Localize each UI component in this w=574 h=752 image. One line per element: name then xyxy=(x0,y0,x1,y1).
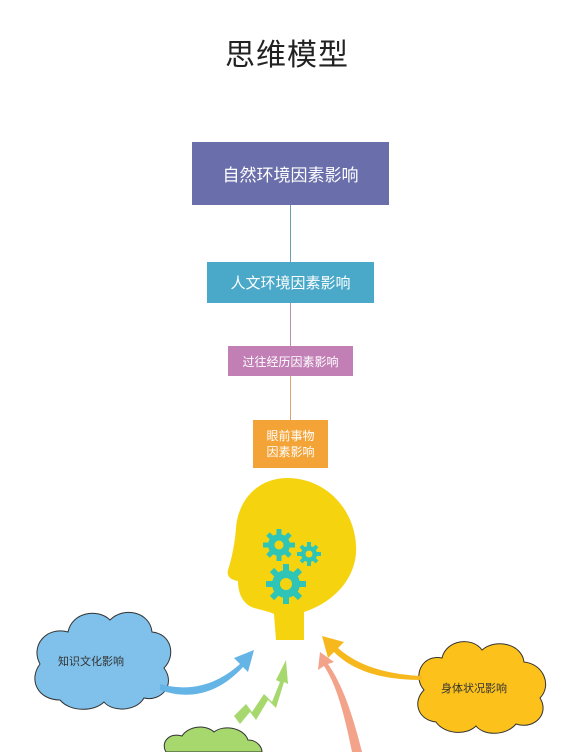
node-past-experience: 过往经历因素影响 xyxy=(228,346,353,376)
cloud-knowledge-shape xyxy=(34,611,172,710)
head-silhouette-icon xyxy=(227,478,357,640)
gear-medium-icon xyxy=(263,529,295,561)
cloud-knowledge-label: 知识文化影响 xyxy=(58,656,124,668)
cloud-green-shape xyxy=(163,726,263,752)
node-label: 自然环境因素影响 xyxy=(222,166,359,185)
gear-large-icon xyxy=(266,564,306,604)
node-label-line1: 眼前事物 xyxy=(266,429,315,443)
arrow-body-icon xyxy=(322,636,422,680)
node-label-line2: 因素影响 xyxy=(266,445,315,459)
node-humanities-environment: 人文环境因素影响 xyxy=(207,262,374,303)
arrow-knowledge-icon xyxy=(160,650,254,695)
connector-line xyxy=(290,376,291,420)
diagram-title: 思维模型 xyxy=(225,39,349,72)
connector-line xyxy=(290,205,291,262)
arrow-bottom-icon xyxy=(318,652,362,752)
connector-line xyxy=(290,303,291,346)
gear-small-icon xyxy=(297,542,321,566)
cloud-body-label: 身体状况影响 xyxy=(441,683,507,695)
node-current-things: 眼前事物 因素影响 xyxy=(253,420,328,468)
node-natural-environment: 自然环境因素影响 xyxy=(192,142,389,205)
node-label: 过往经历因素影响 xyxy=(242,354,339,369)
arrow-growth-icon xyxy=(234,660,288,724)
node-label: 人文环境因素影响 xyxy=(230,275,351,292)
